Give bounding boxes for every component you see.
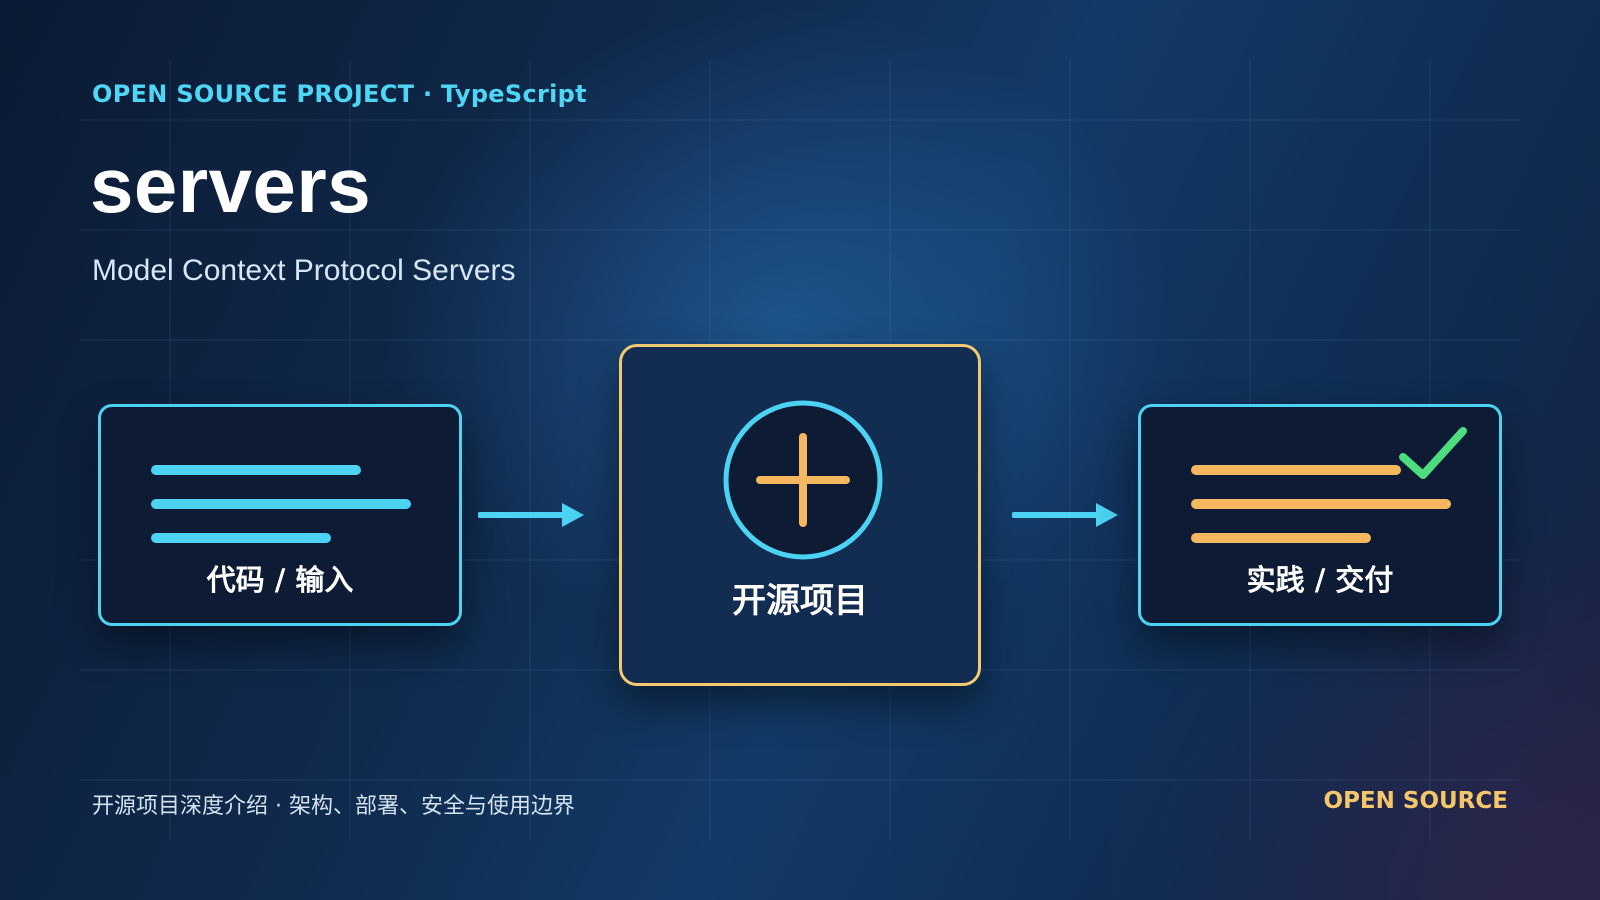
project-card-label: 开源项目 (732, 581, 868, 621)
plus-circle-icon (723, 400, 883, 560)
arrow-right-icon (1012, 503, 1118, 527)
project-card: 开源项目 (619, 344, 981, 686)
input-card: 代码 / 输入 (98, 404, 462, 626)
input-card-label: 代码 / 输入 (206, 563, 354, 597)
arrow-right-icon (478, 503, 584, 527)
output-card-label: 实践 / 交付 (1246, 563, 1394, 597)
footer-badge: OPEN SOURCE (1323, 788, 1508, 814)
output-card: 实践 / 交付 (1138, 404, 1502, 626)
footer-description: 开源项目深度介绍 · 架构、部署、安全与使用边界 (92, 794, 575, 819)
page-title: servers (90, 141, 372, 229)
checkmark-icon (1399, 427, 1467, 479)
page-subtitle: Model Context Protocol Servers (92, 254, 516, 287)
project-tag: OPEN SOURCE PROJECT · TypeScript (92, 80, 587, 108)
